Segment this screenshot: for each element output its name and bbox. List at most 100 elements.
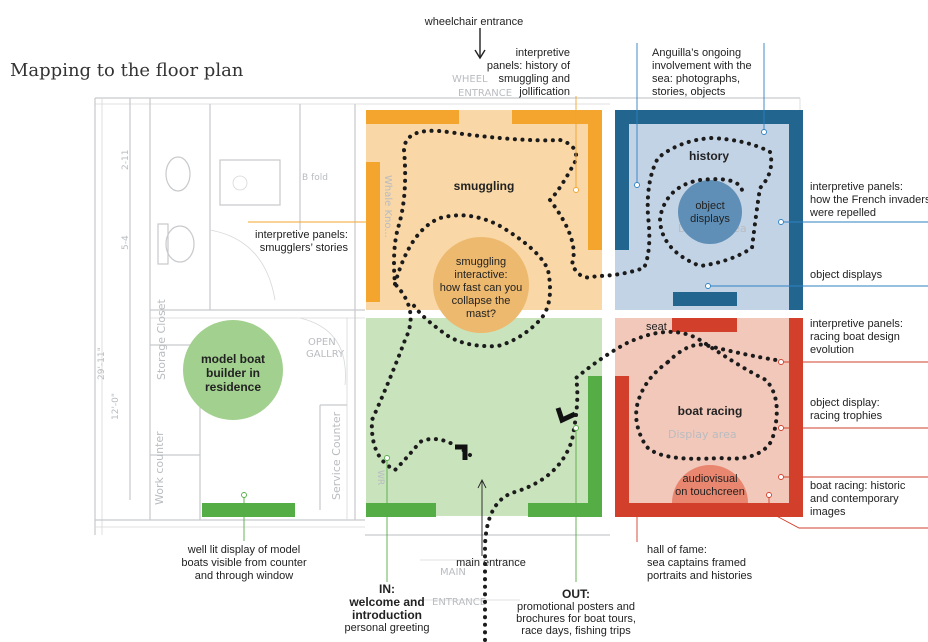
wheelchair-entrance-label: wheelchair entrance (424, 16, 523, 28)
in-welcome-note: IN: welcome and introduction personal gr… (344, 582, 429, 634)
audiovisual-semicircle (672, 465, 748, 503)
svg-text:displays: displays (690, 213, 730, 225)
svg-text:Anguilla’s ongoing: Anguilla’s ongoing (652, 47, 741, 59)
svg-text:evolution: evolution (810, 344, 854, 356)
svg-text:racing trophies: racing trophies (810, 410, 883, 422)
hall-of-fame-note: hall of fame: sea captains framed portra… (647, 544, 753, 582)
history-room-label: history (689, 149, 729, 163)
svg-text:2-11: 2-11 (121, 150, 131, 170)
svg-text:portraits and histories: portraits and histories (647, 570, 753, 582)
svg-text:interpretive panels:: interpretive panels: (810, 318, 903, 330)
svg-text:images: images (810, 506, 846, 518)
svg-text:promotional posters and: promotional posters and (517, 601, 635, 613)
svg-text:mast?: mast? (466, 308, 496, 320)
svg-text:B fold: B fold (302, 173, 328, 183)
smugglers-stories-note: interpretive panels: smugglers’ stories (255, 229, 348, 254)
svg-text:ENTRANCE: ENTRANCE (458, 88, 512, 99)
svg-text:IN:: IN: (379, 582, 395, 596)
svg-text:sea captains framed: sea captains framed (647, 557, 746, 569)
green-walls (202, 376, 602, 517)
main-entrance-label: main entrance (456, 557, 526, 569)
svg-text:boats visible from counter: boats visible from counter (181, 557, 307, 569)
well-lit-display-note: well lit display of model boats visible … (181, 544, 307, 582)
svg-text:hall of fame:: hall of fame: (647, 544, 707, 556)
svg-text:WHEEL: WHEEL (452, 74, 488, 85)
svg-text:interpretive: interpretive (516, 47, 570, 59)
svg-text:12'-0": 12'-0" (111, 393, 121, 420)
object-displays-circle (678, 180, 742, 244)
svg-text:interpretive panels:: interpretive panels: (810, 181, 903, 193)
svg-text:Service Counter: Service Counter (330, 411, 343, 500)
svg-text:object display:: object display: (810, 397, 880, 409)
svg-text:and contemporary: and contemporary (810, 493, 899, 505)
audiovisual-label: audiovisual on touchcreen (675, 473, 745, 498)
svg-text:interactive:: interactive: (454, 269, 507, 281)
svg-text:builder in: builder in (206, 366, 260, 380)
svg-text:5-4: 5-4 (121, 235, 131, 250)
page-title: Mapping to the floor plan (10, 60, 244, 81)
svg-text:how fast can you: how fast can you (440, 282, 523, 294)
svg-text:Storage Closet: Storage Closet (155, 298, 168, 380)
smuggling-interactive-label: smuggling interactive: how fast can you … (440, 256, 523, 320)
red-walls (615, 318, 803, 517)
anguilla-note: Anguilla’s ongoing involvement with the … (652, 47, 752, 98)
svg-text:interpretive panels:: interpretive panels: (255, 229, 348, 241)
svg-text:panels: history of: panels: history of (487, 60, 571, 72)
path-arrow-left (455, 444, 468, 460)
svg-text:personal greeting: personal greeting (344, 622, 429, 634)
svg-text:involvement with the: involvement with the (652, 60, 752, 72)
svg-text:OUT:: OUT: (562, 587, 590, 601)
svg-text:Whale Kno...: Whale Kno... (382, 175, 393, 238)
svg-text:OPEN: OPEN (308, 337, 336, 348)
svg-text:racing boat design: racing boat design (810, 331, 900, 343)
svg-text:collapse the: collapse the (452, 295, 511, 307)
svg-text:brochures for boat tours,: brochures for boat tours, (516, 613, 636, 625)
svg-text:audiovisual: audiovisual (682, 473, 737, 485)
orange-walls (366, 110, 602, 302)
racing-trophies-note: object display: racing trophies (810, 397, 883, 422)
svg-text:jollification: jollification (518, 86, 570, 98)
architectural-sketch: 2-11 5-4 29'-11" 12'-0" Storage Closet S… (94, 74, 801, 608)
svg-text:how the French invaders: how the French invaders (810, 194, 928, 206)
svg-text:MAIN: MAIN (440, 567, 466, 578)
svg-text:smuggling: smuggling (456, 256, 506, 268)
svg-text:residence: residence (205, 380, 261, 394)
boat-racing-images-note: boat racing: historic and contemporary i… (810, 480, 906, 518)
svg-text:WR: WR (375, 470, 385, 485)
svg-text:object: object (695, 200, 724, 212)
boat-racing-room-label: boat racing (678, 404, 743, 418)
out-note: OUT: promotional posters and brochures f… (516, 587, 636, 637)
french-invaders-note: interpretive panels: how the French inva… (809, 181, 928, 219)
model-boat-label: model boat builder in residence (201, 352, 265, 394)
svg-text:sea: photographs,: sea: photographs, (652, 73, 740, 85)
leader-lines (241, 28, 928, 582)
svg-text:smuggling and: smuggling and (498, 73, 570, 85)
svg-text:GALLRY: GALLRY (306, 349, 345, 360)
svg-text:model boat: model boat (201, 352, 265, 366)
object-displays-note: object displays (810, 269, 883, 281)
svg-text:Work counter: Work counter (153, 431, 166, 505)
svg-text:race days, fishing trips: race days, fishing trips (521, 625, 631, 637)
svg-text:and through window: and through window (195, 570, 294, 582)
model-boat-circle (183, 320, 283, 420)
visitor-path (369, 128, 779, 642)
svg-text:ENTRANCE: ENTRANCE (432, 597, 486, 608)
svg-text:29'-11": 29'-11" (97, 347, 107, 380)
svg-text:were repelled: were repelled (809, 207, 876, 219)
racing-design-note: interpretive panels: racing boat design … (810, 318, 903, 356)
seat-label: seat (646, 321, 667, 333)
svg-text:stories, objects: stories, objects (652, 86, 726, 98)
svg-text:well lit display of model: well lit display of model (187, 544, 301, 556)
svg-text:introduction: introduction (352, 608, 422, 622)
blue-walls (615, 110, 803, 310)
svg-text:smugglers’ stories: smugglers’ stories (260, 242, 349, 254)
smuggling-history-panels-note: interpretive panels: history of smugglin… (487, 47, 571, 98)
svg-text:on touchcreen: on touchcreen (675, 486, 745, 498)
smuggling-room-label: smuggling (454, 179, 515, 193)
smuggling-interactive-circle (433, 237, 529, 333)
svg-text:welcome and: welcome and (348, 595, 424, 609)
object-displays-circle-label: object displays (690, 200, 730, 225)
svg-text:boat racing: historic: boat racing: historic (810, 480, 906, 492)
svg-text:Display area: Display area (668, 428, 737, 441)
